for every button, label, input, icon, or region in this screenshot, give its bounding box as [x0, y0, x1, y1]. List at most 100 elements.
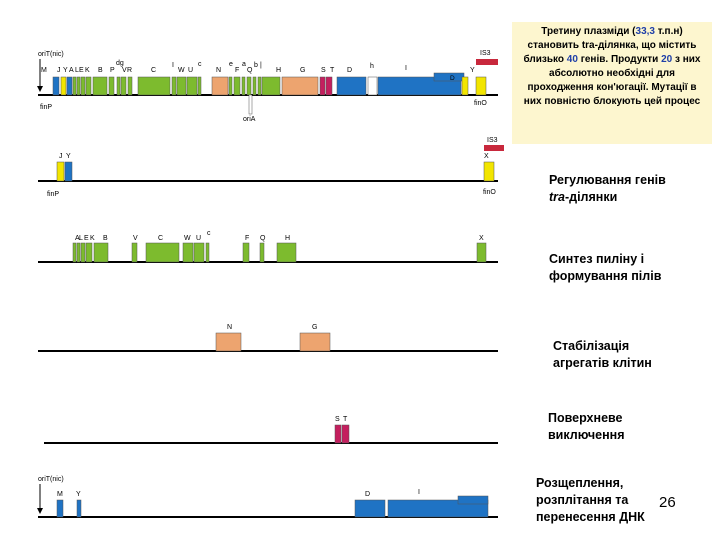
row3-label: F [245, 235, 249, 242]
row1-label: dg [116, 60, 124, 67]
gene-traN-box [211, 76, 229, 96]
info-text-mid2: генів. Продукти [577, 54, 662, 65]
row3-label: U [196, 235, 201, 242]
gene-traJ-box-2 [56, 161, 65, 182]
info-box: Третину плазміди (33,3 т.п.н) становить … [512, 22, 712, 144]
row-surface-exclusion: S T [44, 416, 498, 444]
gene-finO-box-2 [483, 161, 495, 182]
row6-label: I [418, 489, 420, 496]
category-line: Поверхневе [548, 411, 623, 425]
gene-traW-box [176, 76, 187, 96]
row1-label: Q [247, 67, 253, 74]
gene-traX-box-3 [476, 242, 487, 263]
row6-label: M [57, 491, 63, 498]
category-rest: -ділянки [564, 190, 618, 204]
row1-label: W [178, 67, 185, 74]
gene-traL-box [76, 76, 81, 96]
row3-label: E [84, 235, 89, 242]
gene-traD-box-6 [354, 499, 386, 518]
row2-label: Y [66, 153, 71, 160]
gene-traH-box [261, 76, 281, 96]
row3-label: K [90, 235, 95, 242]
row4-label: N [227, 324, 232, 331]
category-line: розплітання та [536, 493, 629, 507]
gene-traH-box-3 [276, 242, 297, 263]
gene-traM-box-6 [56, 499, 64, 518]
row-pilus-synthesis: A L E K B V C W U c F Q H X [38, 230, 498, 263]
row1-label: h [370, 63, 374, 70]
gene-traN-box-4 [215, 332, 242, 352]
row1-label: G [300, 67, 305, 74]
gene-traS-box-5 [334, 424, 342, 444]
gene-traT-box [325, 76, 333, 96]
row3-label: A [75, 235, 80, 242]
row1-label: C [151, 67, 156, 74]
row3-label: V [133, 235, 138, 242]
row3-label: Q [260, 235, 266, 242]
gene-traD-inner-box [433, 72, 465, 82]
row3-label: C [158, 235, 163, 242]
gene-trbD-box [116, 76, 121, 96]
row1-label: R [127, 67, 132, 74]
category-line: формування пілів [549, 269, 662, 283]
oriT-arrowhead-1 [37, 86, 43, 92]
row2-label: X [484, 153, 489, 160]
gene-traT-box-5 [341, 424, 350, 444]
category-pilus-synthesis: Синтез пиліну і формування пілів [549, 251, 661, 285]
gene-traK-box [85, 76, 92, 96]
category-surface-exclusion: Поверхневе виключення [548, 410, 625, 444]
row1-label: J [57, 67, 61, 74]
gene-traG-box-4 [299, 332, 331, 352]
row1-label: b [254, 62, 258, 69]
category-line: tra-ділянки [549, 189, 666, 206]
category-aggregate-stabilization: Стабілізація агрегатів клітин [553, 338, 652, 372]
row1-label: M [41, 67, 47, 74]
category-line: Регулювання генів [549, 173, 666, 187]
gene-traJ-box [60, 76, 67, 96]
row1-label: I [172, 62, 174, 69]
row3-label: H [285, 235, 290, 242]
oriA-box [248, 94, 253, 115]
row1-label: T [330, 67, 335, 74]
gene-traD-box [336, 76, 367, 96]
oriT-arrowhead-2 [37, 508, 43, 514]
row1-label: a [242, 61, 246, 68]
gene-traF-box [233, 76, 241, 96]
IS3-label-2: IS3 [487, 137, 498, 144]
category-line: агрегатів клітин [553, 356, 652, 370]
gene-traG-box [281, 76, 319, 96]
finP-label-1: finP [40, 104, 52, 111]
finP-label-2: finP [47, 191, 59, 198]
row5-label: T [343, 416, 348, 423]
row3-label: B [103, 235, 108, 242]
gene-trbJ-box [257, 76, 262, 96]
gene-traL-box-3 [76, 242, 81, 263]
row-full-tra-region: oriT(nic) D [37, 50, 498, 123]
row3-label: W [184, 235, 191, 242]
gene-traU-box-3 [193, 242, 205, 263]
row1-label: H [276, 67, 281, 74]
row1-label: V [122, 67, 127, 74]
row1-label: A [69, 67, 74, 74]
oriA-label: oriA [243, 116, 256, 123]
gene-trbC-box [197, 76, 202, 96]
category-italic: tra [549, 190, 565, 204]
row1-label: Y [63, 67, 68, 74]
gene-traW-box-3 [182, 242, 194, 263]
gene-traA-box [72, 76, 77, 96]
gene-traX-box [461, 76, 469, 96]
gene-trbI-box [171, 76, 177, 96]
category-dna-transfer: Розщеплення, розплітання та перенесення … [536, 475, 645, 526]
gene-traU-box [186, 76, 198, 96]
gene-traR-box [127, 76, 133, 96]
row3-label: L [79, 235, 83, 242]
oriT-label-2: oriT(nic) [38, 476, 64, 483]
info-value-size: 33,3 [635, 26, 655, 37]
gene-traB-box-3 [93, 242, 109, 263]
gene-finO-box-1 [475, 76, 487, 96]
category-line: Стабілізація [553, 339, 630, 353]
row1-label: D [347, 67, 352, 74]
row1-label: N [216, 67, 221, 74]
gene-trbH-box [367, 76, 378, 96]
